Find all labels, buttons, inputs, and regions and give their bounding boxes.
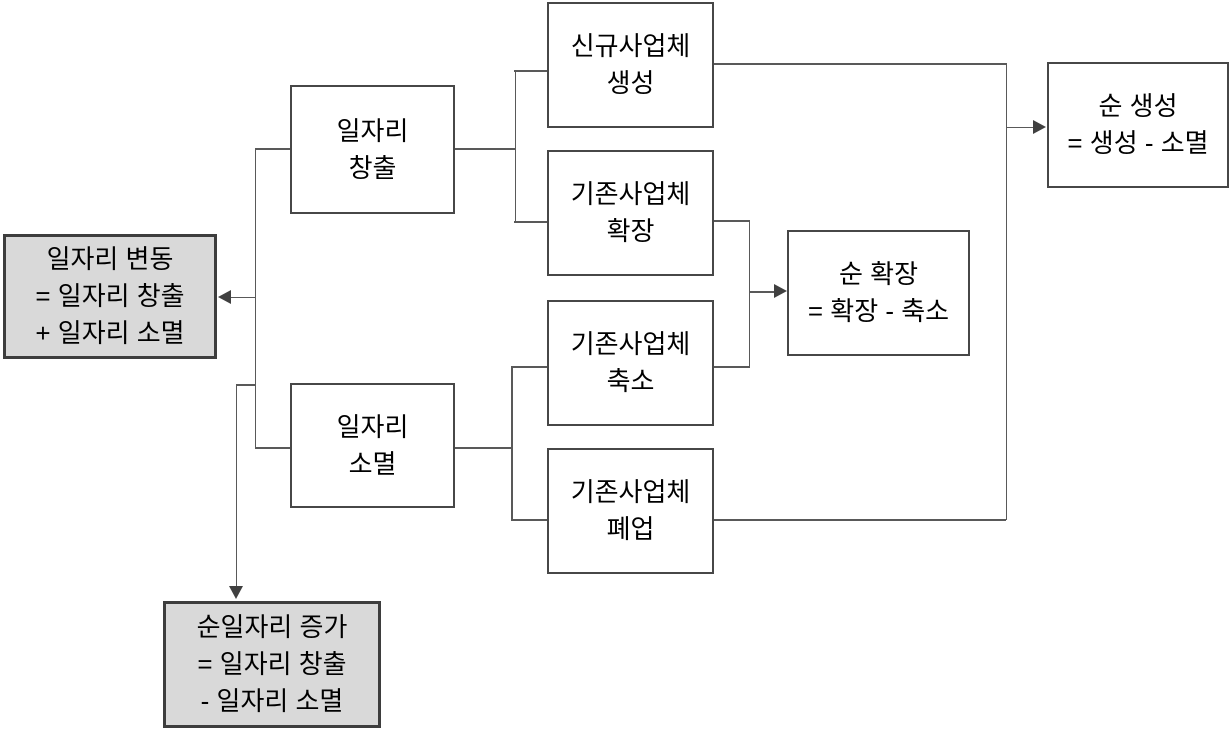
node-job-creation-label: 일자리 창출	[336, 115, 409, 183]
node-new-business-birth: 신규사업체 생성	[547, 2, 714, 128]
node-existing-business-contraction: 기존사업체 축소	[547, 300, 714, 426]
connector-closure-out	[713, 519, 1006, 521]
net-birth-arrowhead-icon	[1033, 119, 1046, 134]
node-job-creation: 일자리 창출	[290, 85, 455, 214]
job-change-arrowhead-icon	[217, 289, 231, 304]
node-net-expansion-label: 순 확장 = 확장 - 축소	[807, 259, 950, 326]
connector-to-net-job-growth	[235, 384, 237, 587]
node-net-birth: 순 생성 = 생성 - 소멸	[1047, 62, 1229, 188]
connector-job-creation-right-stub	[454, 148, 516, 150]
connector-net-birth-vertical	[1005, 63, 1007, 520]
node-job-change: 일자리 변동 = 일자리 창출 + 일자리 소멸	[3, 234, 217, 359]
node-new-business-birth-label: 신규사업체 생성	[570, 31, 691, 98]
node-job-change-label: 일자리 변동 = 일자리 창출 + 일자리 소멸	[35, 244, 185, 348]
connector-creation-bracket-vertical	[514, 70, 516, 222]
connector-to-existing-expansion	[514, 221, 548, 223]
node-job-destruction: 일자리 소멸	[290, 383, 455, 508]
connector-to-existing-closure	[511, 519, 548, 521]
net-job-growth-arrowhead-icon	[228, 586, 243, 599]
connector-job-destruction-right-stub	[454, 447, 512, 449]
connector-destruction-bracket-vertical	[511, 366, 513, 520]
node-existing-business-expansion-label: 기존사업체 확장	[570, 179, 691, 246]
connector-to-net-expansion	[749, 291, 775, 293]
connector-to-job-change	[230, 296, 256, 298]
node-net-expansion: 순 확장 = 확장 - 축소	[787, 230, 970, 356]
node-job-destruction-label: 일자리 소멸	[336, 411, 409, 479]
connector-to-existing-contraction	[511, 366, 548, 368]
connector-to-net-birth	[1006, 126, 1034, 128]
connector-birth-out	[713, 63, 1007, 65]
connector-to-new-business-birth	[514, 70, 548, 72]
connector-net-expansion-vertical	[748, 220, 750, 367]
connector-expansion-out	[713, 220, 750, 222]
node-net-job-growth: 순일자리 증가 = 일자리 창출 - 일자리 소멸	[163, 601, 381, 728]
node-existing-business-expansion: 기존사업체 확장	[547, 150, 714, 276]
node-existing-business-closure: 기존사업체 폐업	[547, 448, 714, 574]
node-net-job-growth-label: 순일자리 증가 = 일자리 창출 - 일자리 소멸	[196, 612, 348, 716]
connector-job-creation-left-stub	[255, 148, 291, 150]
connector-contraction-out	[713, 366, 750, 368]
net-expansion-arrowhead-icon	[774, 284, 787, 298]
node-existing-business-closure-label: 기존사업체 폐업	[570, 477, 691, 544]
connector-job-destruction-left-stub	[255, 447, 291, 449]
node-existing-business-contraction-label: 기존사업체 축소	[570, 329, 691, 396]
node-net-birth-label: 순 생성 = 생성 - 소멸	[1067, 91, 1209, 158]
connector-net-growth-jog	[236, 384, 256, 386]
connector-left-main-vertical	[254, 148, 256, 448]
